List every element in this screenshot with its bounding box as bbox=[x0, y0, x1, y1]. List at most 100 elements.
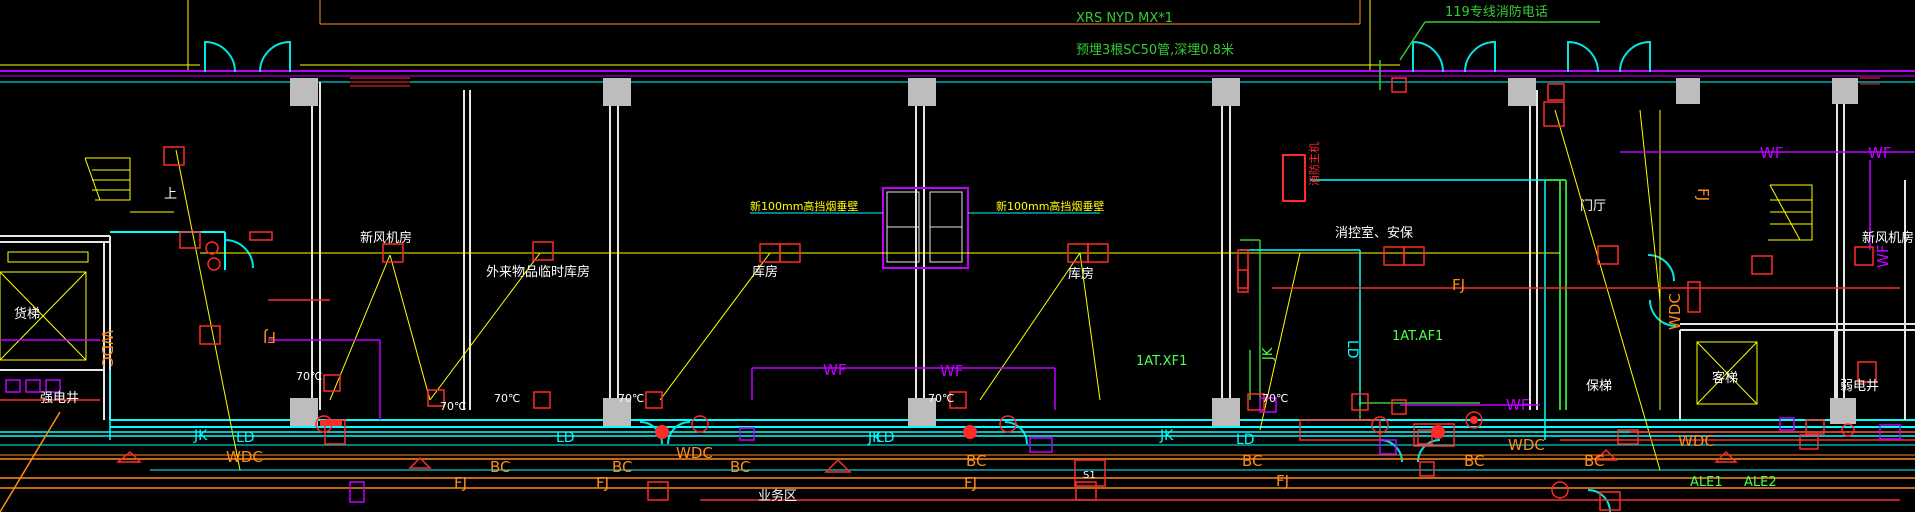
line-code-bc: BC bbox=[1242, 452, 1263, 470]
device-box bbox=[1805, 419, 1825, 435]
room-strong-well: 强电井 bbox=[40, 391, 79, 406]
device-s bbox=[163, 146, 185, 166]
line-code-fj: FJ bbox=[1452, 276, 1465, 294]
line-code-jk: JK bbox=[193, 428, 208, 444]
line-code-bc: BC bbox=[1584, 452, 1605, 470]
line-code-ld: LD bbox=[876, 430, 895, 446]
line-code-ale2: ALE2 bbox=[1744, 475, 1777, 490]
line-code-fj: FJ bbox=[964, 474, 977, 492]
room-fire-control: 消控室、安保 bbox=[1335, 225, 1413, 241]
device-box bbox=[1413, 423, 1455, 447]
device-s bbox=[1383, 246, 1405, 266]
line-code-bc: BC bbox=[966, 452, 987, 470]
device-circle bbox=[1465, 411, 1483, 429]
room-fresh-air-right: 新风机房 bbox=[1862, 230, 1914, 246]
device-s bbox=[532, 241, 554, 261]
room-guest-elevator: 客梯 bbox=[1712, 370, 1738, 386]
column bbox=[1508, 78, 1536, 106]
column bbox=[603, 78, 631, 106]
device-box bbox=[645, 391, 663, 409]
line-code-bc: BC bbox=[1464, 452, 1485, 470]
room-warehouse-2: 库房 bbox=[1068, 266, 1094, 282]
line-code-wdc: WDC bbox=[1678, 432, 1715, 450]
column bbox=[908, 398, 936, 426]
device-triangle bbox=[115, 450, 142, 463]
device-circle bbox=[1841, 423, 1855, 437]
device-triangle bbox=[1594, 448, 1618, 461]
smoke-curtain bbox=[750, 187, 1100, 269]
devices-magenta bbox=[5, 379, 1901, 503]
doors bbox=[204, 40, 1677, 512]
device-box bbox=[1237, 249, 1249, 289]
line-code-wdc: WDC bbox=[98, 330, 116, 367]
room-warehouse-1: 库房 bbox=[752, 264, 778, 280]
device-circle bbox=[205, 241, 219, 255]
labels-cyan: LD LD LD LD JK JK JK LD bbox=[193, 340, 1360, 448]
fire-host-label: 消防主机 bbox=[1307, 142, 1321, 186]
device-s bbox=[1403, 246, 1425, 266]
device-s bbox=[1751, 255, 1773, 275]
labels-green: XRS NYD MX*1 预埋3根SC50管,深埋0.8米 119专线消防电话 … bbox=[1076, 4, 1777, 490]
device-box bbox=[1247, 393, 1265, 411]
wires-orange bbox=[0, 411, 1915, 512]
labels-orange: BC BC BC BC BC BC BC FJ FJ FJ FJ FJ FJ F… bbox=[98, 188, 1715, 492]
device-box bbox=[533, 391, 551, 409]
device-box bbox=[1419, 461, 1435, 477]
device-triangle bbox=[408, 456, 432, 469]
line-code-bc: BC bbox=[730, 458, 751, 476]
device-triangle bbox=[1714, 450, 1738, 463]
hatches bbox=[350, 77, 1880, 87]
room-fresh-air-left: 新风机房 bbox=[360, 230, 412, 246]
cable-spec: XRS NYD MX*1 bbox=[1076, 11, 1173, 26]
labels-yellow: 新100mm高挡烟垂壁 新100mm高挡烟垂壁 消防主机 bbox=[750, 142, 1321, 213]
column bbox=[1676, 78, 1700, 104]
line-code-ld: LD bbox=[1344, 340, 1360, 359]
device-circle bbox=[1551, 481, 1569, 499]
line-code-ld: LD bbox=[236, 430, 255, 446]
line-code-jk: JK bbox=[867, 430, 882, 446]
conduit-note: 预埋3根SC50管,深埋0.8米 bbox=[1076, 43, 1234, 58]
temp-label: 70℃ bbox=[296, 370, 322, 383]
line-code-wdc: WDC bbox=[226, 448, 263, 466]
walls bbox=[0, 0, 1915, 471]
line-code-wf: WF bbox=[1868, 144, 1891, 162]
device-box bbox=[1547, 83, 1565, 101]
device-box bbox=[1857, 361, 1877, 383]
room-business: 业务区 bbox=[758, 488, 797, 504]
device-box bbox=[949, 391, 967, 409]
room-guard-elevator: 保梯 bbox=[1586, 379, 1612, 394]
line-code-jk: JK bbox=[1159, 428, 1174, 444]
device-s bbox=[647, 481, 669, 501]
line-code-wf: WF bbox=[1506, 396, 1529, 414]
labels-white: 新风机房 外来物品临时库房 库房 库房 消控室、安保 门厅 新风机房 货梯 强电… bbox=[14, 187, 1914, 504]
elevator-shafts bbox=[0, 251, 1758, 405]
column bbox=[1212, 78, 1240, 106]
temp-label: 70℃ bbox=[1262, 392, 1288, 405]
device-box bbox=[179, 231, 201, 249]
line-code-fj: FJ bbox=[263, 328, 276, 346]
line-code-jk: JK bbox=[1261, 347, 1276, 361]
line-code-wdc: WDC bbox=[1508, 436, 1545, 454]
temp-label: 70℃ bbox=[928, 392, 954, 405]
column bbox=[1830, 398, 1856, 424]
line-code-ld: LD bbox=[556, 430, 575, 446]
device-box bbox=[249, 231, 273, 241]
line-code-fj: FJ bbox=[1276, 472, 1289, 490]
device-box bbox=[1687, 281, 1701, 313]
device-s bbox=[1599, 491, 1621, 511]
room-external-storage: 外来物品临时库房 bbox=[486, 264, 590, 280]
smoke-note-2: 新100mm高挡烟垂壁 bbox=[996, 199, 1104, 213]
line-code-bc: BC bbox=[612, 458, 633, 476]
line-code-wf: WF bbox=[823, 361, 846, 379]
line-code-fj: FJ bbox=[1694, 188, 1712, 201]
panel-af: 1AT.AF1 bbox=[1392, 329, 1443, 344]
temp-label: 70℃ bbox=[618, 392, 644, 405]
smoke-note-1: 新100mm高挡烟垂壁 bbox=[750, 199, 858, 213]
device-s bbox=[1854, 246, 1874, 266]
devices-filled bbox=[320, 416, 1478, 439]
wires-cyan bbox=[0, 179, 1915, 440]
device-box bbox=[1543, 101, 1565, 127]
line-code-ale: ALE1 bbox=[1690, 475, 1723, 490]
device-s bbox=[1087, 243, 1109, 263]
